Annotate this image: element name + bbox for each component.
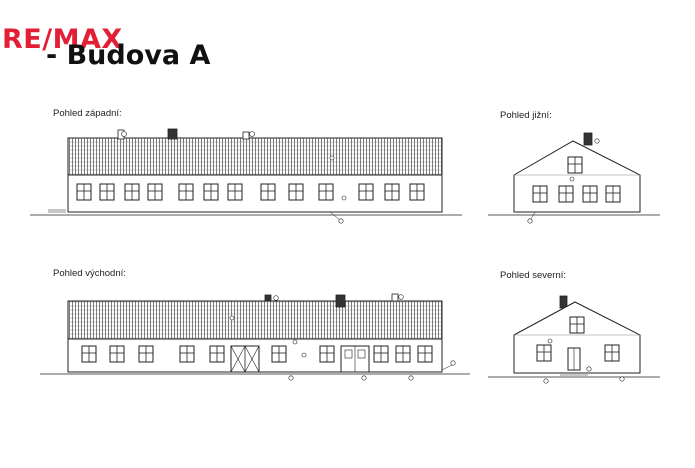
label-north-view: Pohled severní: <box>500 270 567 281</box>
remax-logo: RE/MAX <box>2 24 123 55</box>
south-elevation <box>488 132 660 224</box>
east-elevation <box>40 293 470 381</box>
label-east-view: Pohled východní: <box>53 268 126 279</box>
west-elevation <box>30 128 462 224</box>
page-title: - Budova A <box>46 40 211 71</box>
north-elevation <box>488 295 660 384</box>
label-south-view: Pohled jižní: <box>500 110 552 121</box>
label-west-view: Pohled západní: <box>53 108 122 119</box>
